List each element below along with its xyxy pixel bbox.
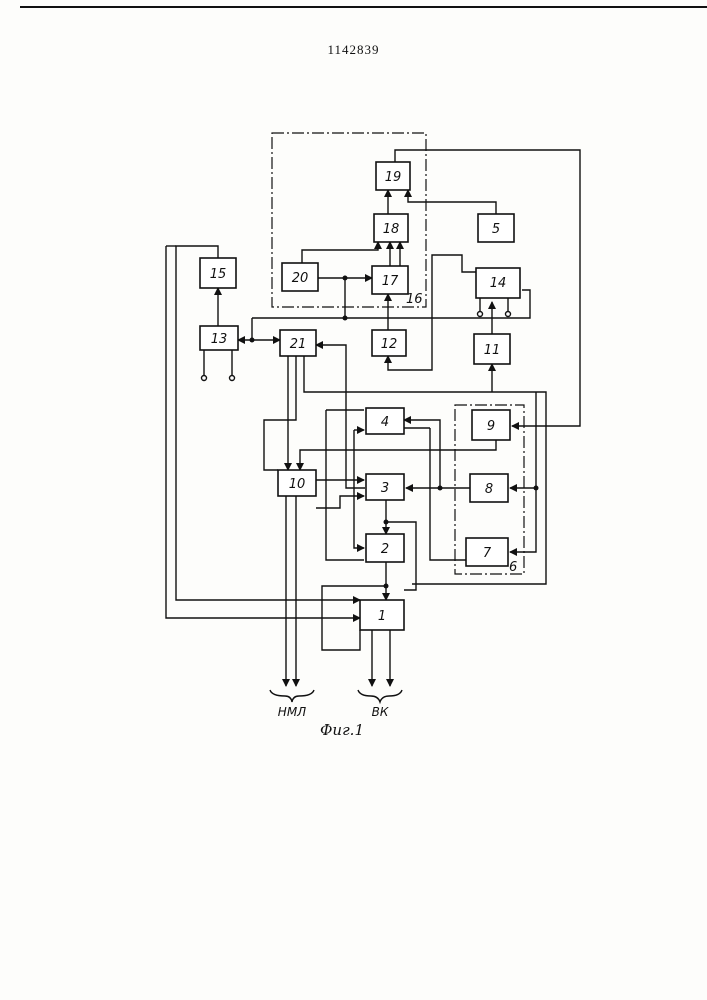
terminal (478, 312, 483, 317)
block-7-label: 7 (483, 546, 492, 561)
wire-15-1 (176, 246, 360, 600)
block-9-label: 9 (487, 419, 495, 434)
wire-4-7 (430, 428, 466, 560)
block-12-label: 12 (381, 337, 398, 352)
junction (384, 520, 389, 525)
block-11-label: 11 (484, 343, 501, 358)
wire-20-18 (302, 242, 378, 263)
junction (343, 276, 348, 281)
block-19-label: 19 (385, 170, 402, 185)
block-4-label: 4 (381, 415, 389, 430)
bus-vk-label: ВК (372, 705, 389, 719)
junction (384, 584, 389, 589)
brace-nml (270, 690, 314, 702)
block-15-label: 15 (210, 267, 227, 282)
block-5-label: 5 (492, 222, 500, 237)
wire-bus-13 (238, 318, 252, 340)
wire-rail-7 (510, 400, 536, 552)
wire-to-2 (354, 430, 364, 548)
junction (250, 338, 255, 343)
wire-21-rail (304, 356, 546, 584)
wire-left-2 (326, 410, 364, 560)
terminal (506, 312, 511, 317)
wire-9-10 (300, 440, 496, 470)
block-8-label: 8 (485, 482, 493, 497)
group-16-label: 16 (406, 292, 423, 307)
wire-15-1b (166, 246, 360, 618)
block-13-label: 13 (211, 332, 228, 347)
terminal (230, 376, 235, 381)
block-3-label: 3 (381, 481, 389, 496)
brace-vk (358, 690, 402, 702)
block-21-label: 21 (290, 337, 307, 352)
junction (438, 486, 443, 491)
bus-nml-label: НМЛ (278, 705, 306, 719)
junction (343, 316, 348, 321)
block-1-label: 1 (378, 609, 386, 624)
wire-to-4 (404, 420, 440, 488)
block-18-label: 18 (383, 222, 400, 237)
terminal (202, 376, 207, 381)
block-20-label: 20 (292, 271, 309, 286)
wire-10-3b (316, 496, 364, 508)
wire-3-21 (316, 345, 365, 488)
junction (534, 486, 539, 491)
block-14-label: 14 (490, 276, 507, 291)
wire-21-10b (264, 356, 296, 470)
block-10-label: 10 (289, 477, 306, 492)
figure-caption: Фиг.1 (320, 721, 364, 739)
block-2-label: 2 (381, 542, 389, 557)
group-6-label: 6 (509, 560, 517, 575)
block-17-label: 17 (382, 274, 399, 289)
wire-5-19 (408, 190, 496, 214)
